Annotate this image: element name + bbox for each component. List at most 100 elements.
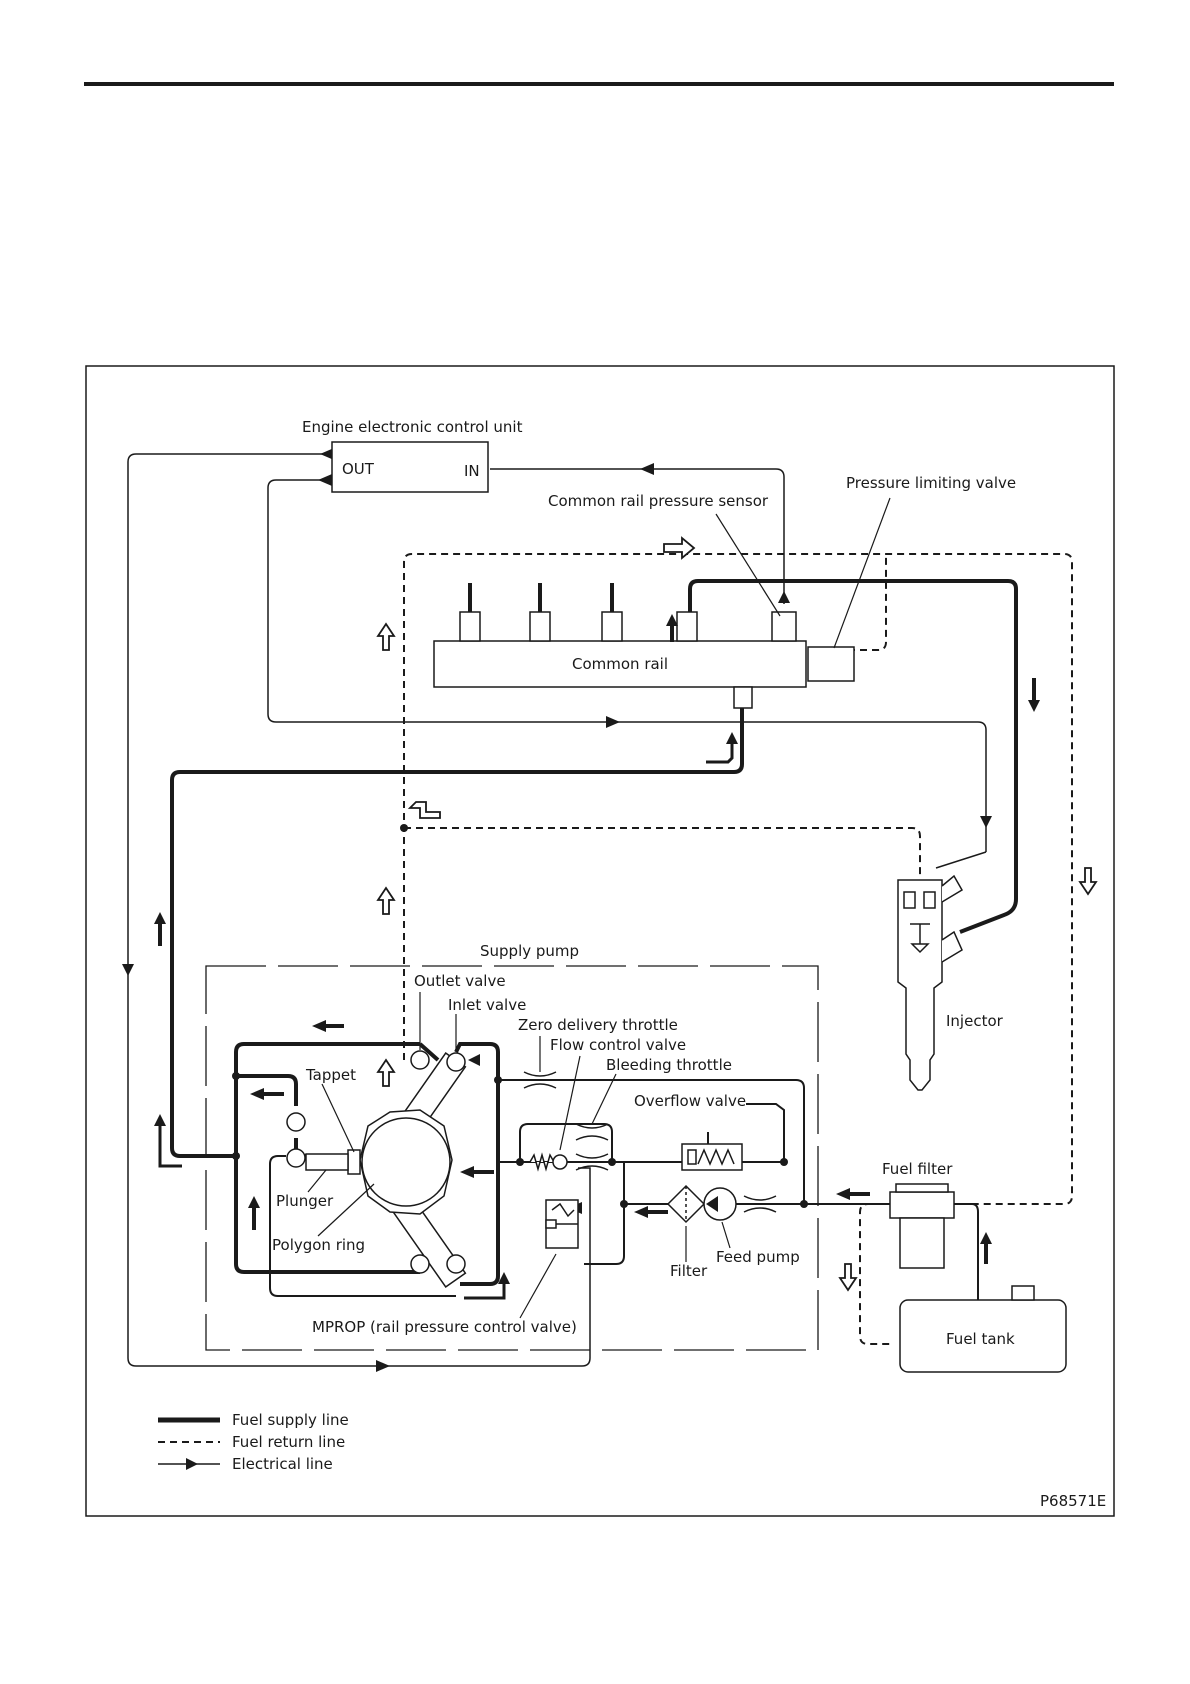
electrical-lines (127, 453, 987, 1367)
inlet-valve-label: Inlet valve (448, 996, 526, 1014)
polygon-ring-assembly (286, 1050, 467, 1288)
flow-arrow-pump-exit (158, 1122, 182, 1168)
hollow-arrow-return-up-1 (376, 622, 396, 651)
leader-mprop (519, 1253, 557, 1319)
flow-arrow-left-up (154, 912, 166, 946)
flow-control-valve-label: Flow control valve (550, 1036, 686, 1054)
common-rail (433, 583, 855, 709)
supply-inlet-feed (454, 1042, 500, 1286)
flow-arrow-pump-inner (250, 1088, 284, 1100)
pressure-limiting-valve-body (807, 646, 855, 682)
electrical-arrow-sensor (778, 591, 790, 603)
plunger-label: Plunger (276, 1192, 334, 1210)
outlet-valve (410, 1050, 430, 1070)
plunger-valve-top (286, 1112, 306, 1132)
flow-arrow-rail-up (666, 614, 678, 642)
supply-rail-to-injector (688, 579, 1018, 934)
electrical-arrow-out2 (318, 474, 332, 486)
flow-arrow-tank-up (980, 1232, 992, 1264)
leader-sensor (715, 513, 781, 617)
legend-label-supply: Fuel supply line (232, 1411, 349, 1429)
legend-label-electrical: Electrical line (232, 1455, 333, 1473)
plunger (305, 1153, 349, 1171)
electrical-arrow-left (122, 964, 134, 976)
rail-port-2 (529, 611, 551, 642)
inlet-valve-lower (446, 1254, 466, 1274)
hollow-arrow-return-down (1078, 867, 1098, 896)
legend-label-return: Fuel return line (232, 1433, 345, 1451)
overflow-valve (681, 1143, 743, 1171)
outlet-valve-label: Outlet valve (414, 972, 506, 990)
ecu-out-label: OUT (342, 460, 375, 478)
zero-delivery-throttle-label: Zero delivery throttle (518, 1016, 678, 1034)
tappet-label: Tappet (305, 1066, 356, 1084)
flow-arrow-pump-top (312, 1020, 344, 1032)
electrical-arrow-injector (980, 816, 992, 828)
flow-arrow-filter-in (634, 1206, 668, 1218)
pipe-filter-line (584, 1162, 625, 1265)
supply-pump-label: Supply pump (480, 942, 579, 960)
flow-arrows-solid (154, 614, 1040, 1264)
rail-port-3 (601, 611, 623, 642)
bleeding-throttle-upper (575, 1123, 609, 1141)
electrical-injector-connector (935, 851, 987, 869)
feed-pump-label: Feed pump (716, 1248, 800, 1266)
flow-arrow-ff-in (836, 1188, 870, 1200)
page-top-rule (84, 82, 1114, 86)
filter-element (666, 1184, 706, 1224)
feed-pump (703, 1187, 737, 1221)
bleeding-throttle-label: Bleeding throttle (606, 1056, 732, 1074)
rail-inlet-port (733, 686, 753, 709)
ecu-box (331, 441, 489, 493)
ecu-in-label: IN (464, 462, 480, 480)
electrical-arrow-in (640, 463, 654, 475)
flow-arrows-hollow (376, 536, 1098, 1292)
injector (897, 874, 964, 1091)
electrical-ecu-to-mprop (127, 453, 591, 1367)
flow-arrow-ring-in (460, 1166, 494, 1178)
bleeding-throttle-lower (575, 1153, 609, 1171)
flow-arrow-pump-return (464, 1282, 506, 1300)
pump-leaders (307, 992, 457, 1237)
diagram-frame (85, 365, 1115, 1517)
return-from-plv (824, 554, 887, 651)
mprop-label: MPROP (rail pressure control valve) (312, 1318, 577, 1336)
supply-pump-to-rail (170, 708, 744, 1158)
electrical-ecu-to-injector (267, 479, 987, 822)
flow-control-valve (529, 1152, 568, 1172)
electrical-arrow-mid (606, 716, 620, 728)
common-rail-label: Common rail (572, 655, 668, 673)
pipe-plunger-return (269, 1155, 456, 1297)
mprop-valve (545, 1199, 579, 1249)
junction-dots (232, 824, 808, 1208)
injector-label: Injector (946, 1012, 1004, 1030)
throttle-leaders (539, 1036, 617, 1151)
filter-label: Filter (670, 1262, 708, 1280)
leader-plv (833, 497, 891, 649)
hollow-arrow-tank-down (838, 1263, 858, 1292)
hollow-arrow-return-up-2 (376, 886, 396, 915)
fuel-filter-label: Fuel filter (882, 1160, 953, 1178)
electrical-arrow-out (320, 448, 334, 460)
supply-outlet-to-ring (418, 1042, 440, 1062)
hollow-arrow-pump-up (376, 1058, 396, 1087)
flow-arrowheads-corner (154, 732, 738, 1284)
figure-code: P68571E (1040, 1492, 1106, 1510)
zero-delivery-throttle (523, 1071, 557, 1089)
supply-pump-enclosure (205, 965, 819, 1351)
electrical-sensor-to-ecu (490, 468, 785, 604)
return-main (403, 553, 1073, 1205)
flow-arrow-rail-feed (706, 740, 734, 764)
pressure-limiting-valve-label: Pressure limiting valve (846, 474, 1016, 492)
electrical-arrow-bottom (376, 1360, 390, 1372)
flow-arrow-inlet-in (468, 1054, 480, 1066)
flow-arrows-corner (158, 740, 734, 1300)
overflow-valve-label: Overflow valve (634, 1092, 746, 1110)
return-from-injector (404, 827, 921, 876)
inlet-valve (446, 1052, 466, 1072)
pressure-sensor-label: Common rail pressure sensor (548, 492, 769, 510)
flow-arrow-pump-up (248, 1196, 260, 1230)
feed-pump-throttle (743, 1195, 777, 1213)
outlet-valve-lower (410, 1254, 430, 1274)
